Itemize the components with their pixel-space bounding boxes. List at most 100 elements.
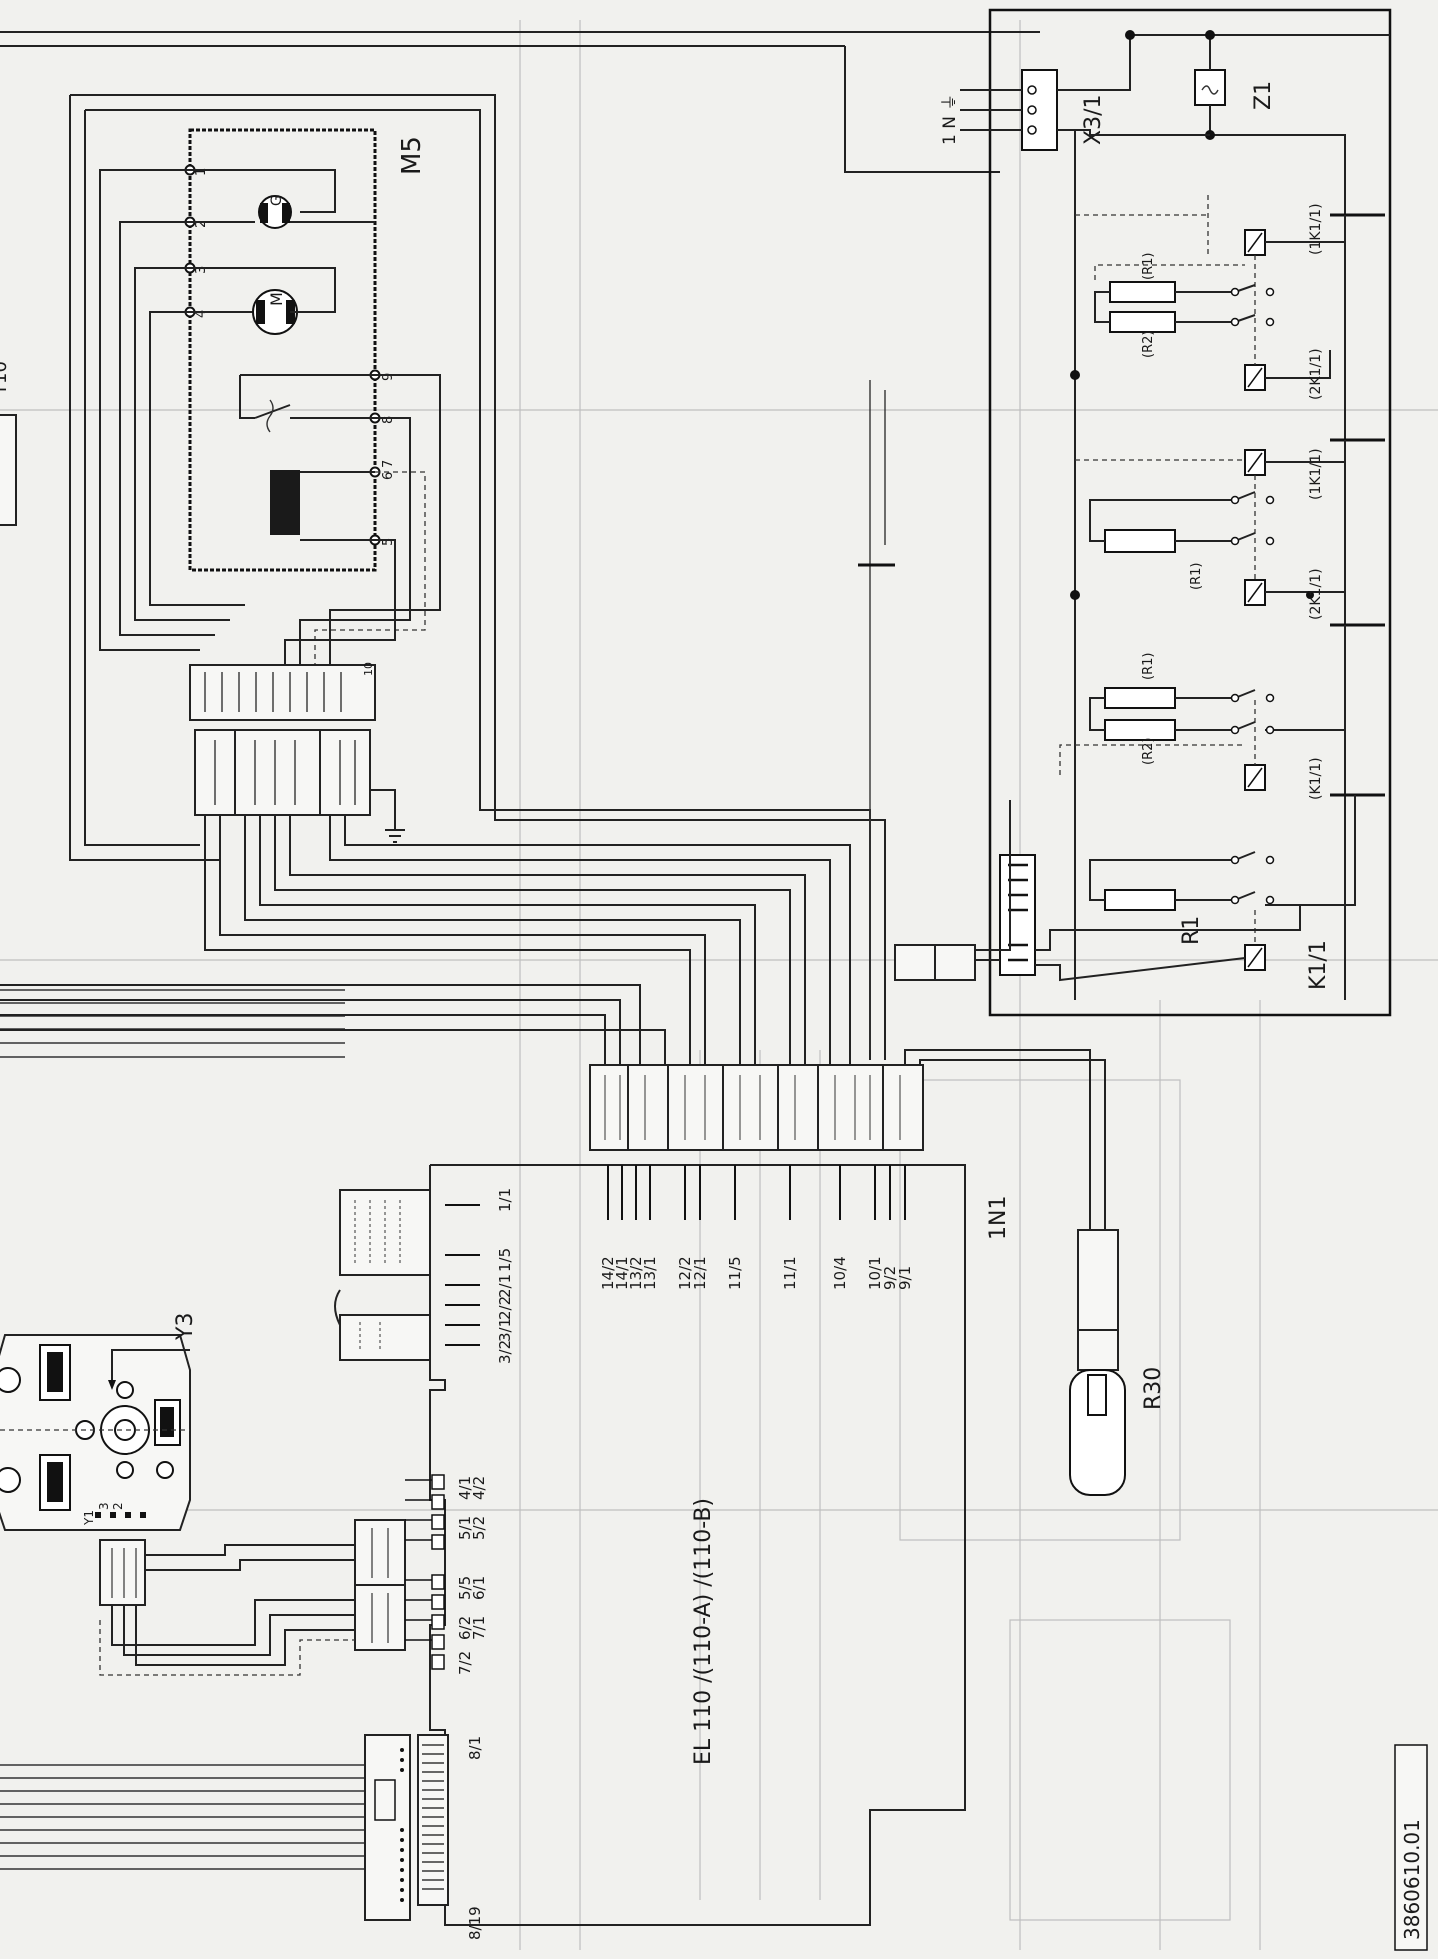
valve-label-3: 3 bbox=[97, 1502, 111, 1510]
motor-pin-6: 6 bbox=[381, 472, 396, 480]
top-left-fragment-label: T10 bbox=[0, 361, 11, 396]
relay-k1-label: K1/1 bbox=[1306, 940, 1331, 990]
board-model: EL 110 /(110-A) /(110-B) bbox=[691, 1498, 716, 1765]
sensor-r30: R30 bbox=[904, 1049, 1166, 1496]
terminal-4-1: 4/1 bbox=[456, 1476, 474, 1500]
terminal-5-1: 5/1 bbox=[456, 1516, 474, 1540]
heater-r2-a bbox=[1109, 311, 1176, 333]
terminal-block-x3-label: X3/1 bbox=[1081, 95, 1106, 145]
heater-r1-label: R1 bbox=[1179, 916, 1204, 945]
motor-to-strip-wires bbox=[69, 94, 886, 1060]
group-b-relay-2: (2K1/1) bbox=[1308, 568, 1324, 620]
relay-group-a: (1K1/1) (2K1/1) (R1) (R2) bbox=[1075, 195, 1385, 400]
group-a-heater-1: (R1) bbox=[1141, 253, 1156, 280]
terminal-4-2: 4/2 bbox=[470, 1476, 488, 1500]
valve-y3: Y3 Y1 3 2 bbox=[0, 1313, 198, 1531]
top-bus-wires bbox=[0, 31, 1040, 1870]
motor-pin-3: 3 bbox=[194, 266, 209, 274]
motor-pin-7: 7 bbox=[381, 460, 396, 468]
terminal-12-1: 12/1 bbox=[691, 1256, 709, 1290]
board-plug-upper bbox=[334, 1189, 431, 1361]
heater-r1-b bbox=[1104, 529, 1176, 553]
motor-pin-1: 1 bbox=[194, 168, 209, 176]
terminal-1-1: 1/1 bbox=[496, 1188, 514, 1212]
terminal-13-2: 13/2 bbox=[627, 1256, 645, 1290]
terminal-8-19: 8/19 bbox=[466, 1906, 484, 1940]
terminal-9-1: 9/1 bbox=[896, 1266, 914, 1290]
filter-z1-label: Z1 bbox=[1251, 81, 1276, 110]
power-box: X3/1 1 N ⏚ Z1 bbox=[940, 8, 1392, 1017]
connector-strip-end-pin: 10 bbox=[362, 662, 375, 676]
group-a-relay-2: (2K1/1) bbox=[1308, 348, 1324, 400]
board-designator: 1N1 bbox=[986, 1196, 1011, 1240]
terminal-3-1: 3/1 bbox=[496, 1318, 514, 1342]
board-terminal-bus: 8/1 8/19 bbox=[417, 1734, 484, 1940]
heater-r1-a bbox=[1109, 281, 1176, 303]
motor-symbol-label: M bbox=[267, 292, 286, 306]
filter-z1 bbox=[1194, 69, 1226, 106]
relay-group-d: K1/1 R1 bbox=[999, 793, 1385, 990]
relay-group-c: (K1/1) (R1) (R2) bbox=[1059, 623, 1385, 800]
terminal-12-2: 12/2 bbox=[676, 1256, 694, 1290]
terminal-7-1: 7/1 bbox=[470, 1616, 488, 1640]
plug-to-board-wires bbox=[0, 815, 851, 1070]
terminal-7-2: 7/2 bbox=[456, 1651, 474, 1675]
group-b-relay-1: (1K1/1) bbox=[1308, 448, 1324, 500]
board-terminals-lower: 4/1 4/2 5/1 5/2 5/5 6/1 6/2 7/1 7/2 bbox=[431, 1474, 488, 1675]
terminal-3-2: 3/2 bbox=[496, 1340, 514, 1364]
board-1n1: 1N1 EL 110 /(110-A) /(110-B) bbox=[429, 1164, 1011, 1926]
group-a-relay-1: (1K1/1) bbox=[1308, 203, 1324, 255]
document-number: 3860610.01 bbox=[1400, 1819, 1424, 1940]
group-c-heater-1: (R1) bbox=[1141, 653, 1156, 680]
valve-label-2: 2 bbox=[111, 1502, 125, 1510]
board-plug-lower bbox=[99, 1479, 432, 1676]
terminal-2-2: 2/2 bbox=[496, 1296, 514, 1320]
heater-r1-d bbox=[1104, 889, 1176, 911]
terminal-8-1: 8/1 bbox=[466, 1736, 484, 1760]
terminal-10-1: 10/1 bbox=[866, 1256, 884, 1290]
terminal-11-5: 11/5 bbox=[726, 1256, 744, 1290]
motor-pin-8: 8 bbox=[381, 416, 396, 424]
motor-pin-9: 9 bbox=[381, 373, 396, 381]
terminal-5-5: 5/5 bbox=[456, 1576, 474, 1600]
terminal-strip-bottom bbox=[999, 854, 1036, 976]
group-c-relay: (K1/1) bbox=[1308, 757, 1324, 800]
terminal-11-1: 11/1 bbox=[781, 1256, 799, 1290]
motor-pin-2: 2 bbox=[194, 220, 209, 228]
terminal-13-1: 13/1 bbox=[641, 1256, 659, 1290]
terminal-6-1: 6/1 bbox=[470, 1576, 488, 1600]
valve-label-y1: Y1 bbox=[82, 1510, 96, 1526]
powerbox-to-board-wires bbox=[858, 380, 1011, 1050]
board-plug-bus bbox=[364, 1734, 411, 1921]
top-left-fragment: T10 bbox=[0, 361, 17, 526]
sensor-r30-label: R30 bbox=[1141, 1367, 1166, 1410]
board-terminals-middle: 14/2 14/1 13/2 13/1 12/2 12/1 11/5 11/1 … bbox=[599, 1165, 914, 1290]
motor-m5-label: M5 bbox=[397, 136, 427, 175]
group-a-heater-2: (R2) bbox=[1141, 331, 1156, 358]
terminal-14-2: 14/2 bbox=[599, 1256, 617, 1290]
connector-strip: 10 bbox=[189, 662, 376, 721]
terminal-1-5: 1/5 bbox=[496, 1248, 514, 1272]
terminal-block-x3-terminals: 1 N ⏚ bbox=[940, 94, 960, 145]
valve-y3-label: Y3 bbox=[173, 1313, 198, 1341]
document-number-box: 3860610.01 bbox=[1394, 1744, 1428, 1951]
terminal-2-1: 2/1 bbox=[496, 1274, 514, 1298]
heater-r2-c bbox=[1104, 719, 1176, 741]
group-b-heater-1: (R1) bbox=[1189, 563, 1204, 590]
group-c-heater-2: (R2) bbox=[1141, 738, 1156, 765]
board-connector-row bbox=[589, 1064, 924, 1151]
board-terminals-upper: 1/1 1/5 2/1 2/2 3/1 3/2 bbox=[445, 1188, 514, 1364]
motor-pin-5: 5 bbox=[381, 538, 396, 546]
heater-r1-c bbox=[1104, 687, 1176, 709]
motor-m5: M5 1 2 3 4 5 6 7 8 9 G M bbox=[184, 128, 427, 572]
generator-symbol-label: G bbox=[269, 195, 285, 206]
relay-group-b: (1K1/1) (2K1/1) (R1) bbox=[1075, 438, 1385, 620]
terminal-5-2: 5/2 bbox=[470, 1516, 488, 1540]
terminal-14-1: 14/1 bbox=[613, 1256, 631, 1290]
terminal-6-2: 6/2 bbox=[456, 1616, 474, 1640]
motor-capacitor bbox=[270, 470, 300, 535]
plug-group-upper bbox=[194, 729, 405, 843]
motor-pin-4: 4 bbox=[194, 310, 209, 318]
